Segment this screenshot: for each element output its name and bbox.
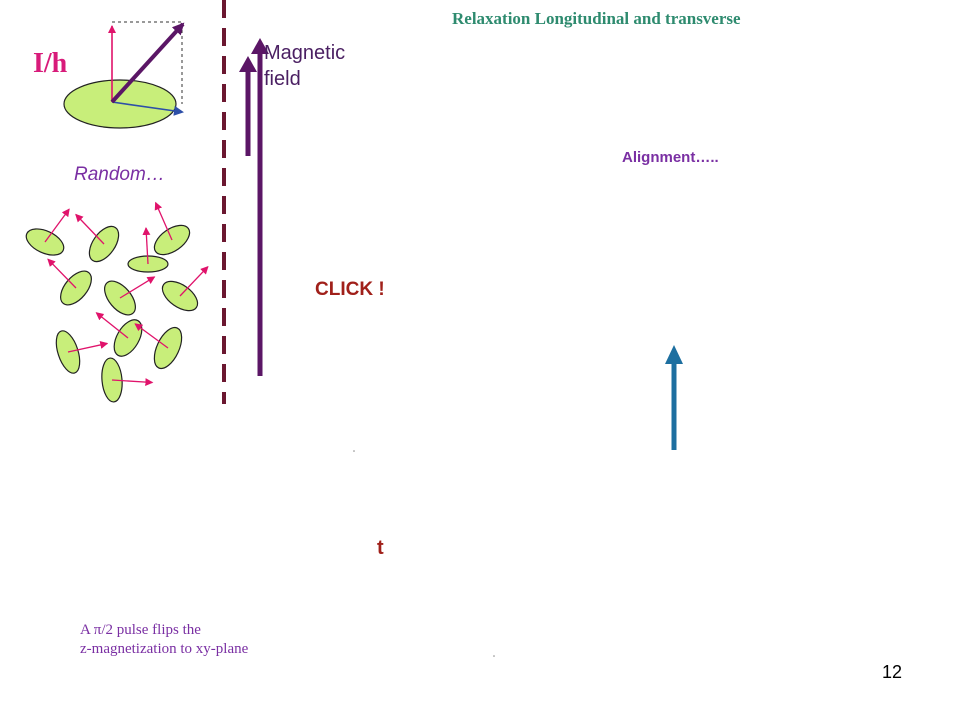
magnetic-field-label: Magnetic field	[264, 40, 345, 92]
random-spins-icon	[25, 201, 209, 403]
pulse-caption-line2: z-magnetization to xy-plane	[80, 641, 249, 657]
stray-dot	[493, 655, 495, 657]
random-label: Random…	[74, 164, 165, 185]
slide-title: Relaxation Longitudinal and transverse	[452, 9, 741, 28]
time-label: t	[377, 537, 384, 559]
pulse-caption-line1: A π/2 pulse flips the	[80, 622, 201, 638]
spin-label: I/h	[33, 48, 68, 79]
spin-vector-arrow	[110, 22, 185, 104]
pulse-caption: A π/2 pulse flips the z-magnetization to…	[80, 621, 248, 659]
magnetic-field-icon	[239, 38, 269, 376]
net-magnetization-icon	[665, 345, 683, 450]
spin-model-icon	[63, 21, 185, 129]
up-arrow-icon	[665, 345, 683, 364]
up-arrow-icon	[251, 38, 269, 54]
xy-component-arrow	[111, 101, 184, 116]
field-label-line2: field	[264, 68, 301, 90]
field-label-line1: Magnetic	[264, 42, 346, 64]
page-number: 12	[882, 662, 903, 682]
stray-dot	[353, 450, 355, 452]
spin-disc	[63, 79, 177, 129]
up-arrow-icon	[239, 56, 257, 72]
alignment-label: Alignment…..	[622, 149, 719, 166]
click-label: CLICK !	[315, 279, 385, 300]
